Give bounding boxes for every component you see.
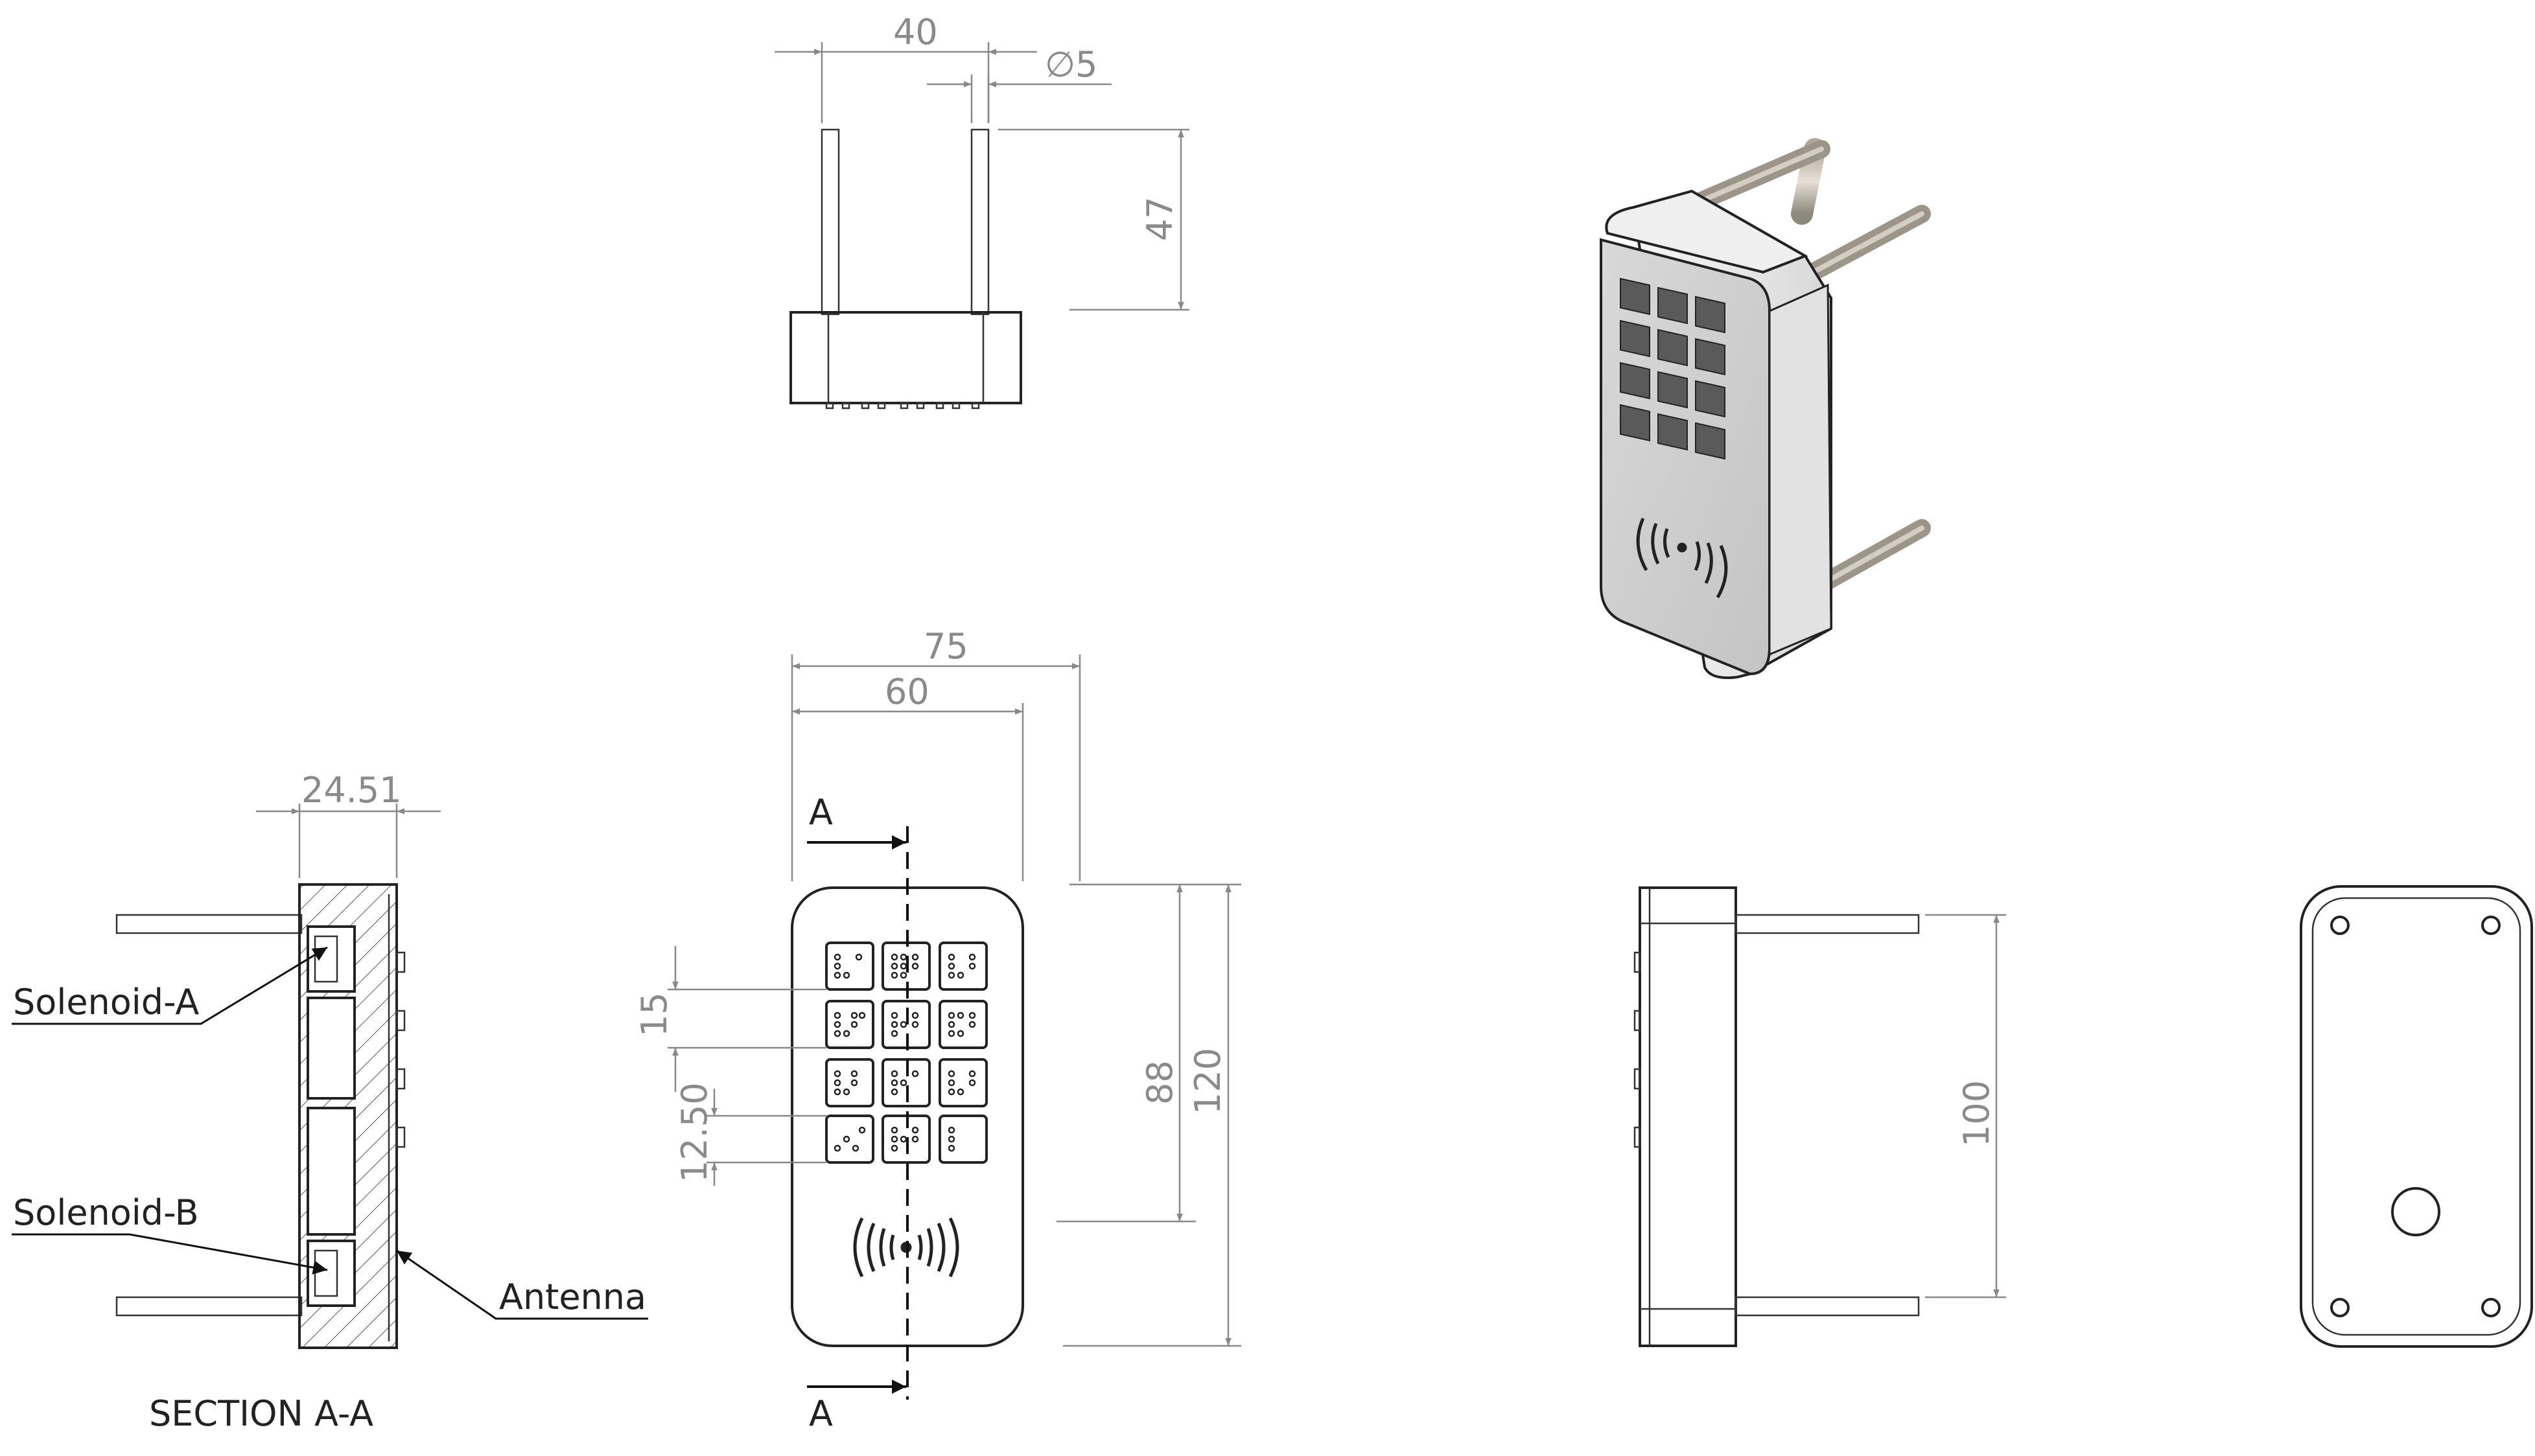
back-view [2300,885,2533,1348]
section-pin-top [115,914,303,934]
dim-face-width: 60 [885,671,929,712]
front-view: A A 75 60 15 12.50 88 120 [634,626,1241,1434]
iso-rfid-icon [1636,517,1728,599]
section-view: 24.51 Solenoid-A Solenoid-B Antenna SECT… [12,770,648,1434]
mount-hole-tr [2481,916,2501,935]
side-body [1639,886,1737,1347]
top-pin-right [970,128,990,316]
label-antenna: Antenna [499,1277,646,1317]
label-solenoid-b: Solenoid-B [13,1192,199,1233]
side-pin-top [1735,914,1920,934]
iso-keys [1620,277,1725,460]
back-body-outer [2300,885,2533,1348]
top-pin-left [821,128,840,316]
top-key-bumps [825,402,980,410]
back-body-inner [2311,897,2521,1336]
top-view: 40 ∅5 47 [775,12,1189,410]
dim-key-size: 12.50 [674,1082,715,1183]
dim-pin-length: 47 [1139,196,1180,241]
side-view: 100 [1633,886,2006,1347]
dim-section-depth: 24.51 [301,770,402,811]
section-mark-bottom: A [809,1393,833,1434]
dim-key-pitch: 15 [634,992,675,1037]
dim-pin-diameter: ∅5 [1045,44,1097,85]
section-mark-top: A [809,792,833,833]
dim-pin-spacing: 100 [1956,1080,1997,1147]
dim-overall-width: 75 [924,626,968,667]
cable-hole [2391,1187,2440,1236]
braille-dots [834,953,976,1152]
mount-hole-br [2481,1298,2501,1317]
section-title: SECTION A-A [149,1393,373,1434]
mount-hole-bl [2330,1298,2350,1317]
front-keypad [825,942,988,1164]
side-pin-bottom [1735,1296,1920,1317]
top-body [789,311,1022,404]
dim-inner-height: 88 [1139,1060,1180,1105]
mount-hole-tl [2330,916,2350,935]
dim-overall-height: 120 [1187,1048,1228,1115]
section-pin-bottom [115,1296,303,1317]
label-solenoid-a: Solenoid-A [13,982,199,1023]
isometric-view [1600,138,1931,679]
dim-top-width: 40 [893,12,938,52]
